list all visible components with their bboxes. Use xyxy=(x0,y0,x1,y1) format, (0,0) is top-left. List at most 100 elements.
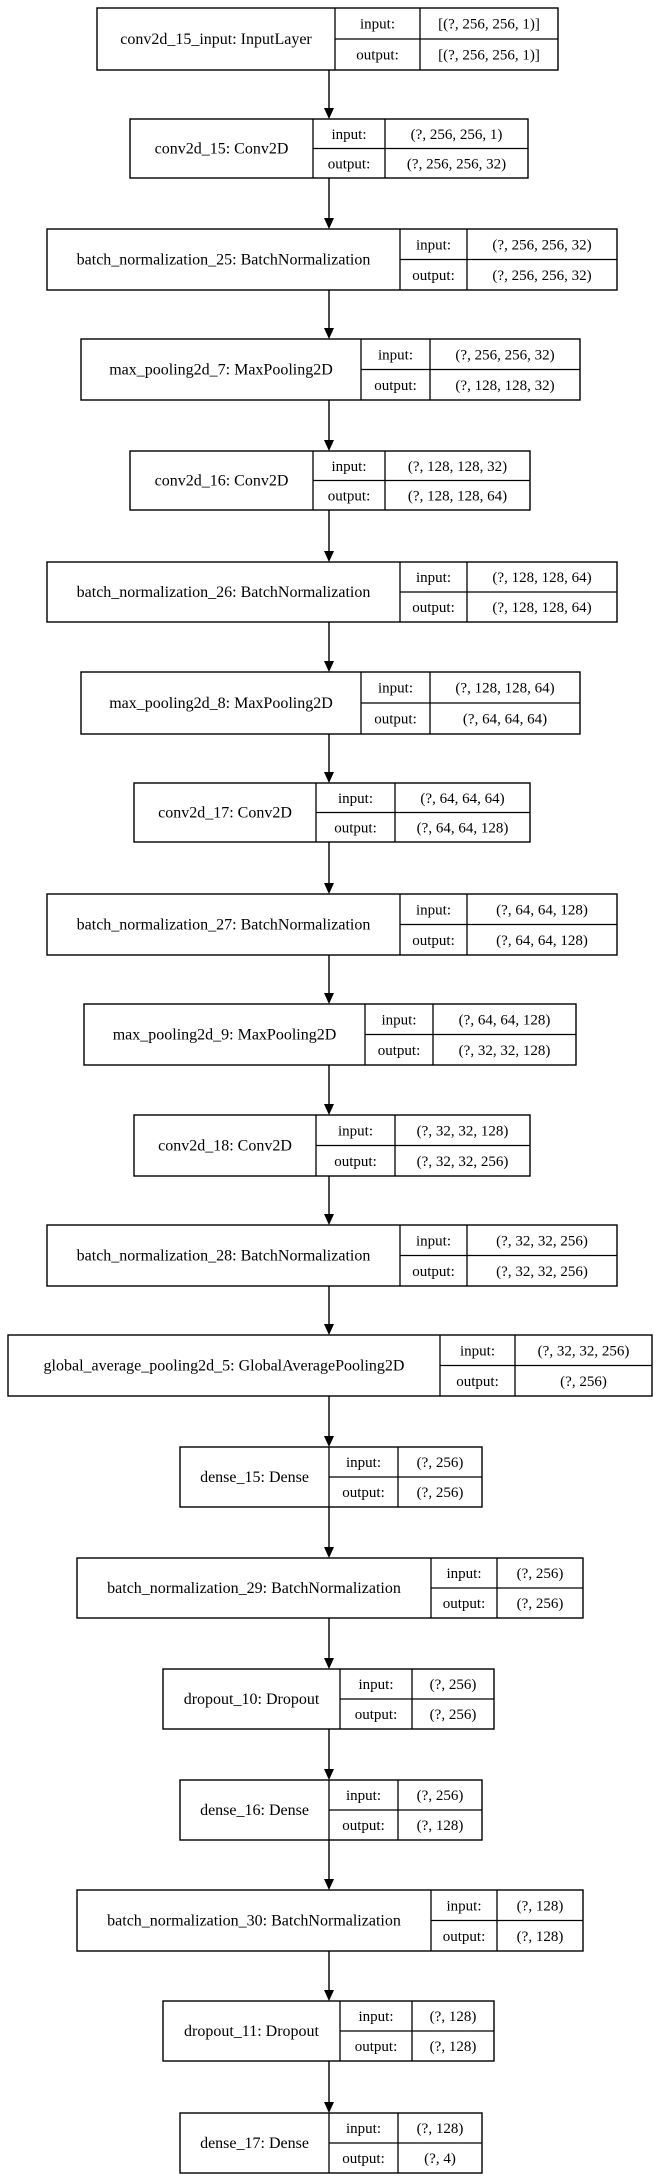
layer-node: batch_normalization_27: BatchNormalizati… xyxy=(46,893,618,956)
edge-arrow xyxy=(324,842,334,894)
edge-arrow xyxy=(324,955,334,1004)
input-shape: (?, 256) xyxy=(417,1788,464,1804)
arrowhead xyxy=(324,1436,334,1447)
output-label: output: xyxy=(412,268,455,284)
edge-arrow xyxy=(324,70,334,119)
output-shape: (?, 32, 32, 256) xyxy=(496,1264,588,1280)
input-shape: (?, 256, 256, 32) xyxy=(455,347,554,363)
layer-name: batch_normalization_26: BatchNormalizati… xyxy=(77,584,371,601)
output-label: output: xyxy=(342,1818,385,1834)
arrowhead xyxy=(324,1990,334,2001)
layer-name: dense_15: Dense xyxy=(200,1469,309,1486)
layer-name: max_pooling2d_9: MaxPooling2D xyxy=(113,1027,337,1044)
edge-arrow xyxy=(324,1065,334,1115)
input-label: input: xyxy=(338,1123,373,1139)
layer-name: batch_normalization_25: BatchNormalizati… xyxy=(77,252,371,269)
input-label: input: xyxy=(331,459,366,475)
edge-arrow xyxy=(324,510,334,562)
input-label: input: xyxy=(416,902,451,918)
arrowhead xyxy=(324,1769,334,1780)
arrowhead xyxy=(324,1547,334,1558)
input-shape: (?, 256) xyxy=(417,1455,464,1471)
input-label: input: xyxy=(446,1898,481,1914)
input-shape: (?, 256, 256, 1) xyxy=(411,127,503,143)
edge-arrow xyxy=(324,400,334,451)
arrowhead xyxy=(324,551,334,562)
layer-name: batch_normalization_29: BatchNormalizati… xyxy=(107,1580,401,1597)
layer-node: dense_16: Dense input: output: (?, 256) (?, … xyxy=(179,1779,483,1841)
output-shape: (?, 128, 128, 64) xyxy=(408,488,507,504)
output-shape: (?, 256) xyxy=(430,1707,477,1723)
layer-name: conv2d_15_input: InputLayer xyxy=(120,31,312,48)
output-shape: (?, 32, 32, 256) xyxy=(417,1154,509,1170)
arrowhead xyxy=(324,2102,334,2113)
layer-node: max_pooling2d_7: MaxPooling2Dinput:outpu… xyxy=(80,338,581,401)
output-shape: (?, 4) xyxy=(424,2151,456,2167)
layer-node: max_pooling2d_8: MaxPooling2Dinput:outpu… xyxy=(80,671,581,735)
layer-node: max_pooling2d_9: MaxPooling2D input: outpu… xyxy=(83,1003,577,1066)
output-shape: (?, 128) xyxy=(417,1818,464,1834)
output-label: output: xyxy=(356,48,399,64)
input-label: input: xyxy=(416,570,451,586)
input-label: input: xyxy=(381,1012,416,1028)
edge-arrow xyxy=(324,1507,334,1558)
edge-arrow xyxy=(324,1840,334,1890)
edge-arrow xyxy=(324,734,334,783)
input-label: input: xyxy=(358,2009,393,2025)
nodes-layer: conv2d_15_input: InputLayer input: output:… xyxy=(7,7,653,2174)
input-shape: (?, 128, 128, 64) xyxy=(492,570,591,586)
input-shape: (?, 64, 64, 64) xyxy=(420,791,504,807)
layer-node: batch_normalization_30: BatchNormalizati… xyxy=(76,1889,584,1952)
input-label: input: xyxy=(360,17,395,33)
output-shape: (?, 128, 128, 32) xyxy=(455,378,554,394)
output-label: output: xyxy=(355,2039,398,2055)
layer-name: conv2d_18: Conv2D xyxy=(158,1138,292,1155)
output-label: output: xyxy=(378,1043,421,1059)
layer-node: batch_normalization_28: BatchNormalizati… xyxy=(46,1224,618,1287)
output-label: output: xyxy=(374,378,417,394)
input-shape: (?, 32, 32, 256) xyxy=(496,1233,588,1249)
edge-arrow xyxy=(324,290,334,339)
output-shape: (?, 256) xyxy=(417,1485,464,1501)
input-label: input: xyxy=(346,1788,381,1804)
arrowhead xyxy=(324,1104,334,1115)
output-shape: (?, 64, 64, 128) xyxy=(417,820,509,836)
output-shape: (?, 64, 64, 128) xyxy=(496,933,588,949)
input-label: input: xyxy=(460,1343,495,1359)
output-shape: (?, 64, 64, 64) xyxy=(463,712,547,728)
output-shape: (?, 128, 128, 64) xyxy=(492,600,591,616)
output-label: output: xyxy=(342,2151,385,2167)
output-shape: [(?, 256, 256, 1)] xyxy=(438,48,540,64)
layer-name: batch_normalization_27: BatchNormalizati… xyxy=(77,917,371,934)
input-shape: (?, 256) xyxy=(430,1677,477,1693)
arrowhead xyxy=(324,1658,334,1669)
output-shape: (?, 32, 32, 128) xyxy=(459,1043,551,1059)
output-shape: (?, 256, 256, 32) xyxy=(492,268,591,284)
input-shape: (?, 32, 32, 256) xyxy=(538,1343,630,1359)
arrowhead xyxy=(324,440,334,451)
layer-name: batch_normalization_28: BatchNormalizati… xyxy=(77,1248,371,1265)
edge-arrow xyxy=(324,1176,334,1225)
layer-node: conv2d_15_input: InputLayer input: output:… xyxy=(96,7,559,71)
arrowhead xyxy=(324,661,334,672)
edge-arrow xyxy=(324,1729,334,1780)
layer-name: dropout_11: Dropout xyxy=(184,2023,320,2040)
arrowhead xyxy=(324,1879,334,1890)
layer-node: batch_normalization_25: BatchNormalizati… xyxy=(46,228,618,291)
arrowhead xyxy=(324,108,334,119)
input-label: input: xyxy=(346,2121,381,2137)
layer-name: dense_16: Dense xyxy=(200,1802,309,1819)
input-shape: (?, 256, 256, 32) xyxy=(492,237,591,253)
output-label: output: xyxy=(412,933,455,949)
output-label: output: xyxy=(328,156,371,172)
input-label: input: xyxy=(416,1233,451,1249)
input-shape: (?, 128) xyxy=(430,2009,477,2025)
input-shape: (?, 256) xyxy=(517,1566,564,1582)
layer-name: conv2d_17: Conv2D xyxy=(158,805,292,822)
layer-node: batch_normalization_26: BatchNormalizati… xyxy=(46,561,618,623)
input-shape: [(?, 256, 256, 1)] xyxy=(438,17,540,33)
output-label: output: xyxy=(334,820,377,836)
